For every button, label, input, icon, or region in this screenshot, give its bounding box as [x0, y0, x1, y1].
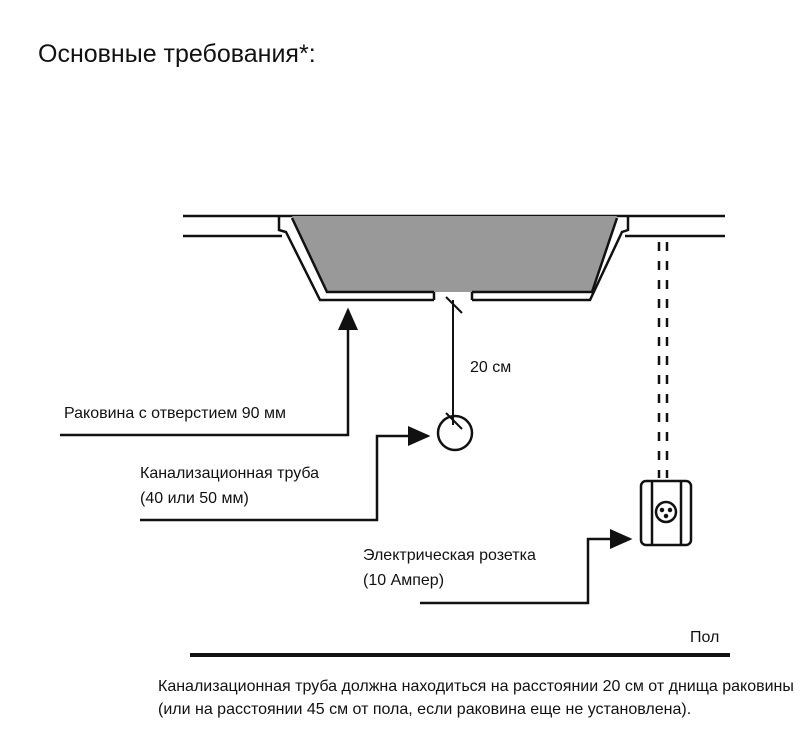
electric-cable-dashed — [657, 242, 669, 478]
floor-label: Пол — [690, 629, 719, 646]
pipe-label-line1: Канализационная труба — [140, 465, 319, 482]
socket-label-line2: (10 Ампер) — [363, 572, 444, 589]
pipe-label-line2: (40 или 50 мм) — [140, 490, 249, 507]
footnote-line2: (или на расстоянии 45 см от пола, если р… — [158, 701, 691, 718]
distance-dimension — [445, 296, 463, 430]
electric-socket-icon — [639, 479, 693, 547]
sink-arrow — [60, 307, 358, 437]
page-title: Основные требования*: — [38, 40, 316, 68]
socket-label-line1: Электрическая розетка — [363, 547, 536, 564]
drain-pipe-icon — [436, 414, 474, 452]
socket-arrow — [420, 529, 633, 605]
sink-basin — [277, 216, 630, 302]
footnote-line1: Канализационная труба должна находиться … — [158, 678, 794, 695]
pipe-arrow — [140, 426, 431, 522]
distance-label: 20 см — [470, 359, 511, 376]
sink-label: Раковина с отверстием 90 мм — [64, 405, 286, 422]
